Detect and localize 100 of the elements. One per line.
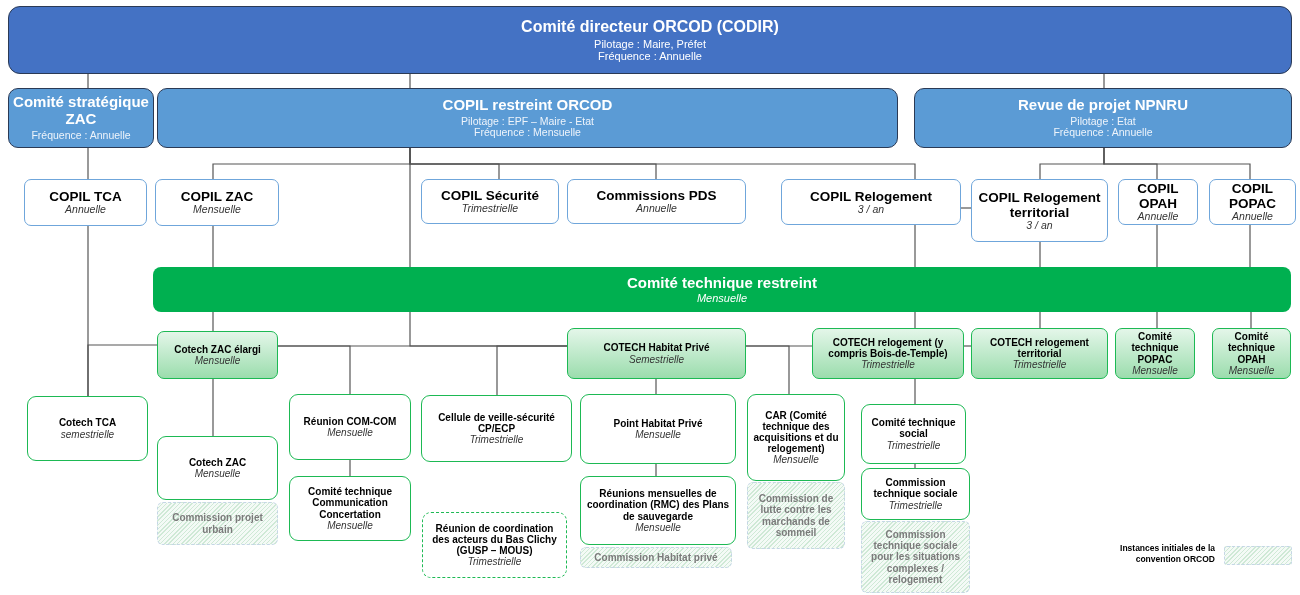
node-title: Comité technique social — [870, 417, 957, 440]
committee-box — [8, 6, 1292, 74]
node-title: Commission de lutte contre les marchands de sommeil — [757, 493, 835, 538]
committee-box — [157, 88, 898, 148]
node-title: Cotech ZAC — [188, 456, 247, 468]
node-title: Commissions PDS — [596, 188, 717, 204]
node-detail: Mensuelle — [635, 521, 681, 533]
node-detail: Mensuelle — [773, 454, 819, 466]
connector-line — [1039, 241, 1041, 268]
committee-box — [289, 476, 411, 541]
node-detail: Pilotage : Maire, Préfet — [594, 37, 706, 50]
node-detail: Pilotage : Etat — [1070, 115, 1136, 128]
node-title: Commission technique sociale pour les situations complexes / relogement — [870, 529, 961, 585]
committee-box — [157, 331, 278, 379]
node-detail: Pilotage : EPF – Maire - Etat — [460, 115, 595, 128]
node-detail: Semestrielle — [629, 353, 684, 365]
committee-box — [580, 394, 736, 464]
committee-box — [24, 179, 147, 226]
committee-box — [289, 394, 411, 460]
committee-box — [914, 88, 1292, 148]
node-detail: Fréquence : Annuelle — [1053, 127, 1153, 140]
node-title: COPIL restreint ORCOD — [442, 96, 613, 114]
node-title: COTECH relogement (y compris Bois-de-Temple) — [827, 336, 949, 360]
node-detail: Mensuelle — [1228, 364, 1275, 376]
node-detail: Mensuelle — [696, 291, 748, 305]
node-title: Réunion de coordination des acteurs du Bas Clichy (GUSP – MOUS) — [431, 522, 558, 557]
node-title: Cotech TCA — [58, 417, 117, 429]
node-title: Comité technique Communication Concertation — [307, 486, 393, 520]
node-detail: Fréquence : Annuelle — [598, 49, 702, 63]
connector-line — [212, 225, 214, 268]
node-title: CAR (Comité technique des acquisitions et du relogement) — [752, 409, 840, 455]
node-title: COPIL POPAC — [1228, 181, 1277, 212]
connector-line — [1039, 311, 1041, 329]
committee-box — [781, 179, 961, 225]
committee-box — [861, 468, 970, 520]
connector-line — [745, 345, 813, 347]
node-title: COTECH relogement territorial — [989, 336, 1090, 360]
node-detail: 3 / an — [857, 203, 885, 216]
connector-line — [914, 378, 916, 405]
connector-line — [212, 311, 214, 332]
node-detail: Mensuelle — [194, 468, 241, 480]
node-title: COPIL Sécurité — [440, 188, 539, 204]
committee-box — [421, 179, 559, 224]
committee-box — [1118, 179, 1198, 225]
committee-box — [1115, 328, 1195, 379]
node-detail: Mensuelle — [327, 427, 373, 439]
connector-line — [960, 207, 972, 209]
node-title: COPIL ZAC — [180, 189, 254, 205]
node-detail: Trimestrielle — [886, 439, 941, 451]
node-title: Revue de projet NPNRU — [1017, 96, 1188, 114]
node-title: Cotech ZAC élargi — [174, 343, 261, 355]
hatched-box — [747, 482, 845, 549]
hatched-box — [861, 521, 970, 593]
node-title: Comité stratégique ZAC — [12, 94, 150, 128]
node-title: COPIL OPAH — [1136, 181, 1180, 212]
node-title: COPIL Relogement — [810, 188, 932, 204]
connector-line — [349, 459, 351, 477]
committee-box — [1212, 328, 1291, 379]
node-detail: Mensuelle — [327, 519, 373, 531]
connector-line — [655, 378, 657, 395]
node-detail: Annuelle — [65, 204, 106, 216]
connector-line — [914, 311, 916, 329]
node-detail: Mensuelle — [1132, 364, 1178, 376]
connector-line — [212, 378, 214, 437]
connector-line — [87, 73, 89, 89]
connector-line — [1103, 147, 1251, 180]
node-title: COPIL Relogement territorial — [977, 189, 1102, 220]
committee-box — [812, 328, 964, 379]
committee-bar — [153, 267, 1291, 312]
node-title: Commission Habitat privé — [594, 551, 718, 564]
committee-box — [422, 512, 567, 578]
connector-line — [1103, 73, 1105, 89]
node-detail: Mensuelle — [193, 204, 241, 216]
node-title: Commission projet urbain — [171, 512, 264, 535]
connector-line — [1156, 224, 1158, 268]
committee-box — [747, 394, 845, 481]
node-title: Comité technique POPAC — [1130, 331, 1180, 365]
committee-box — [580, 476, 736, 545]
node-title: Comité technique restreint — [626, 274, 817, 292]
connector-line — [1250, 311, 1252, 329]
node-title: Réunions mensuelles de coordination (RMC) des Plans de sauvegarde — [585, 488, 731, 522]
connector-line — [1249, 224, 1251, 268]
node-detail: Annuelle — [636, 203, 677, 215]
committee-box — [1209, 179, 1296, 225]
node-detail: Mensuelle — [635, 429, 681, 441]
hatched-box — [157, 502, 278, 545]
connector-line — [277, 345, 568, 347]
connector-line — [655, 463, 657, 477]
node-title: COTECH Habitat Privé — [603, 342, 710, 354]
node-title: Commission technique sociale — [872, 477, 959, 500]
node-detail: Mensuelle — [194, 355, 241, 367]
node-detail: Annuelle — [1137, 211, 1179, 223]
node-detail: Trimestrielle — [467, 556, 522, 568]
committee-box — [567, 328, 746, 379]
node-title: Réunion COM-COM — [303, 415, 397, 427]
node-title: Point Habitat Privé — [613, 417, 703, 429]
committee-box — [971, 179, 1108, 242]
committee-box — [861, 404, 966, 464]
connector-line — [914, 463, 916, 469]
node-detail: Fréquence : Annuelle — [31, 129, 131, 142]
